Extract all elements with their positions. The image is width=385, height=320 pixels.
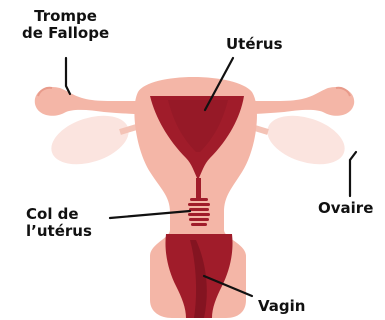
label-cervix: Col de l’utérus (26, 206, 92, 240)
leader-fallope (66, 58, 70, 94)
cervical-canal (196, 178, 201, 198)
label-cervix-line2: l’utérus (26, 223, 92, 240)
label-cervix-line1: Col de (26, 206, 92, 223)
label-fallopian-tube: Trompe de Fallope (22, 8, 109, 42)
label-fallopian-line1: Trompe (22, 8, 109, 25)
label-vagina: Vagin (258, 298, 305, 315)
label-ovary: Ovaire (318, 200, 373, 217)
leader-ovaire (350, 152, 356, 196)
label-uterus: Utérus (226, 36, 283, 53)
label-uterus-text: Utérus (226, 36, 283, 53)
left-ovary (45, 107, 135, 174)
right-ovary (261, 107, 351, 174)
label-fallopian-line2: de Fallope (22, 25, 109, 42)
label-ovary-text: Ovaire (318, 200, 373, 217)
label-vagina-text: Vagin (258, 298, 305, 315)
